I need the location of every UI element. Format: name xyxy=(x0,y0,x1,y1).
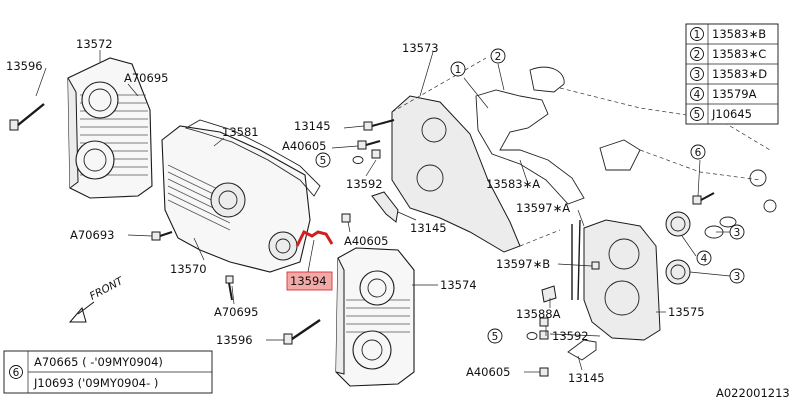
diagram-code: A022001213 xyxy=(716,386,790,400)
legend-bottom-num: 6 xyxy=(13,367,20,379)
legend-top-row: 4 13579A xyxy=(690,87,757,101)
bolt-a70695-bottom xyxy=(225,275,234,301)
bracket-13588a xyxy=(541,285,557,303)
legend-bottom-row: J10693 ('09MY0904- ) xyxy=(33,376,158,390)
timing-belt-cover-front-lower xyxy=(335,247,415,387)
label-13596-bottom: 13596 xyxy=(216,333,253,347)
bolt-a70693 xyxy=(151,231,173,241)
legend-bottom: 6 A70665 ( -'09MY0904) J10693 ('09MY0904… xyxy=(3,350,213,394)
bolt-13597b xyxy=(591,261,600,270)
bracket-13145-bottom xyxy=(567,339,597,361)
bolt-callout-6 xyxy=(692,192,715,205)
label-13592-bottom: 13592 xyxy=(552,329,589,343)
timing-belt-cover-back xyxy=(161,125,311,273)
label-13583a: 13583∗A xyxy=(486,177,540,191)
legend-top-part: 13583∗D xyxy=(712,67,767,81)
label-13572: 13572 xyxy=(76,37,113,51)
svg-text:5: 5 xyxy=(492,331,499,343)
svg-text:3: 3 xyxy=(734,227,741,239)
gasket-13581 xyxy=(184,119,321,197)
legend-top-row: 5 J10645 xyxy=(690,107,752,121)
label-a70693: A70693 xyxy=(70,228,114,242)
legend-bottom-row: A70665 ( -'09MY0904) xyxy=(34,355,163,369)
washer-5-top xyxy=(352,149,381,164)
label-a70695-top: A70695 xyxy=(124,71,168,85)
legend-top-part: J10645 xyxy=(711,107,752,121)
gasket-13583a xyxy=(475,66,777,213)
callout-5-top: 5 xyxy=(315,152,331,168)
label-a40605-mid: A40605 xyxy=(344,234,388,248)
washer-5-bottom xyxy=(526,330,549,340)
svg-text:4: 4 xyxy=(694,89,701,101)
label-a40605-top: A40605 xyxy=(282,139,326,153)
callout-4: 4 xyxy=(696,250,712,266)
label-13145-bottom: 13145 xyxy=(568,371,605,385)
label-13570: 13570 xyxy=(170,262,207,276)
svg-text:4: 4 xyxy=(701,253,708,265)
legend-top-row: 1 13583∗B xyxy=(690,27,766,41)
label-13594: 13594 xyxy=(290,274,327,288)
seal-ring-lower xyxy=(665,259,691,285)
svg-text:3: 3 xyxy=(694,69,701,81)
legend-top-part: 13583∗B xyxy=(712,27,766,41)
svg-text:2: 2 xyxy=(495,51,502,63)
belt-cover-plate-13573 xyxy=(391,57,561,253)
label-13592-top: 13592 xyxy=(346,177,383,191)
legend-top-row: 3 13583∗D xyxy=(690,67,767,81)
label-13596-top: 13596 xyxy=(6,59,43,73)
label-13581: 13581 xyxy=(222,125,259,139)
label-13597a: 13597∗A xyxy=(516,201,570,215)
callout-3-lower: 3 xyxy=(729,268,745,284)
label-a70695-bottom: A70695 xyxy=(214,305,258,319)
label-13597b: 13597∗B xyxy=(496,257,550,271)
bolt-13145-top xyxy=(363,119,395,131)
legend-top-row: 2 13583∗C xyxy=(690,47,766,61)
label-13145-mid: 13145 xyxy=(410,221,447,235)
callout-3-upper: 3 xyxy=(729,224,745,240)
bolt-13596-bottom xyxy=(283,319,321,345)
front-label: FRONT xyxy=(88,274,127,302)
seal-ring-upper xyxy=(665,211,691,237)
bolt-13597a xyxy=(571,219,581,301)
callout-1: 1 xyxy=(450,61,466,77)
legend-top-part: 13579A xyxy=(712,87,757,101)
o-ring-right xyxy=(719,216,737,228)
label-13574: 13574 xyxy=(440,278,477,292)
bolt-a40605-top xyxy=(357,140,381,150)
highlighted-part-13594 xyxy=(286,229,334,291)
svg-text:5: 5 xyxy=(320,155,327,167)
svg-text:2: 2 xyxy=(694,49,701,61)
svg-text:5: 5 xyxy=(694,109,701,121)
svg-text:1: 1 xyxy=(694,29,701,41)
bolt-a40605-mid xyxy=(341,213,351,223)
label-a40605-bottom: A40605 xyxy=(466,365,510,379)
svg-text:1: 1 xyxy=(455,64,462,76)
svg-text:6: 6 xyxy=(695,147,702,159)
callout-6: 6 xyxy=(690,144,706,160)
bracket-13145-mid xyxy=(371,191,399,223)
bolt-a40605-bottom xyxy=(539,367,549,377)
timing-belt-cover-left xyxy=(67,57,153,199)
leader-lines xyxy=(35,50,731,373)
timing-belt-cover-13575 xyxy=(583,219,661,341)
label-13573: 13573 xyxy=(402,41,439,55)
label-13588a: 13588A xyxy=(516,307,561,321)
legend-top-part: 13583∗C xyxy=(712,47,766,61)
bolt-13592-bottom xyxy=(539,317,549,327)
front-arrow: FRONT xyxy=(68,274,127,323)
legend-top: 1 13583∗B 2 13583∗C 3 13583∗D 4 13579A 5… xyxy=(685,23,779,125)
svg-text:3: 3 xyxy=(734,271,741,283)
label-13575: 13575 xyxy=(668,305,705,319)
bolt-13596-top xyxy=(9,103,45,131)
callout-5-bottom: 5 xyxy=(487,328,503,344)
label-13145-top: 13145 xyxy=(294,119,331,133)
callout-2: 2 xyxy=(490,48,506,64)
